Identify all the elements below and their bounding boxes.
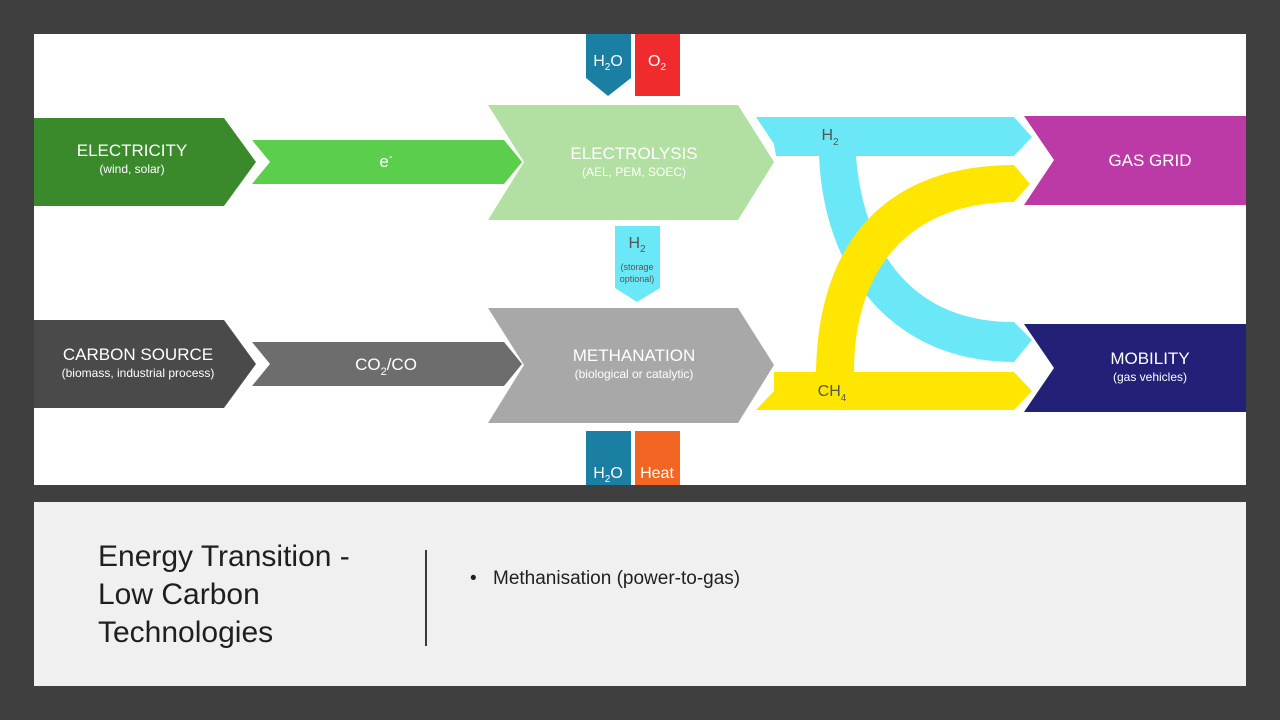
heat-label: Heat bbox=[640, 465, 674, 482]
methanation-label: METHANATION bbox=[573, 346, 695, 365]
h2-storage-note-1: (storage bbox=[620, 262, 653, 272]
diagram-canvas: ELECTRICITY (wind, solar) e- ELECTROLYSI… bbox=[34, 34, 1246, 485]
h2-storage-note-2: optional) bbox=[620, 274, 655, 284]
mobility-destination bbox=[1024, 324, 1246, 412]
slide-title-line-2: Low Carbon bbox=[98, 578, 260, 611]
oxygen-output bbox=[635, 34, 680, 96]
heat-output bbox=[635, 431, 680, 485]
carbon-source-label: CARBON SOURCE bbox=[63, 345, 213, 364]
electrolysis-process-arrow bbox=[488, 105, 774, 220]
caption-panel: Energy Transition - Low Carbon Technolog… bbox=[34, 502, 1246, 686]
co2-co-label: CO2/CO bbox=[355, 355, 417, 378]
slide-title: Energy Transition - Low Carbon Technolog… bbox=[98, 538, 398, 652]
methane-curve-to-gas-grid bbox=[816, 165, 1030, 372]
oxygen-label: O2 bbox=[648, 53, 666, 73]
methane-stream-bottom bbox=[756, 372, 1032, 410]
water-input-top bbox=[586, 34, 631, 96]
h2-storage-label: H2 bbox=[628, 235, 646, 255]
electrolysis-label: ELECTROLYSIS bbox=[570, 144, 697, 163]
methanation-sub: (biological or catalytic) bbox=[575, 367, 694, 381]
mobility-sub: (gas vehicles) bbox=[1113, 370, 1187, 384]
gas-grid-destination bbox=[1024, 116, 1246, 205]
slide-title-line-1: Energy Transition - bbox=[98, 540, 350, 573]
title-divider bbox=[425, 550, 427, 646]
power-to-gas-diagram: ELECTRICITY (wind, solar) e- ELECTROLYSI… bbox=[34, 34, 1246, 485]
slide-title-line-3: Technologies bbox=[98, 616, 274, 649]
electricity-label: ELECTRICITY bbox=[77, 141, 188, 160]
water-input-top-label: H2O bbox=[593, 53, 623, 73]
electricity-sub: (wind, solar) bbox=[99, 162, 164, 176]
electrons-arrow bbox=[252, 140, 522, 184]
methanation-process-arrow bbox=[488, 308, 774, 423]
bullet-item: Methanisation (power-to-gas) bbox=[470, 568, 740, 590]
electrons-label: e- bbox=[379, 151, 392, 171]
bullet-list: Methanisation (power-to-gas) bbox=[470, 568, 740, 590]
mobility-label: MOBILITY bbox=[1110, 349, 1189, 368]
electricity-source-arrow bbox=[34, 118, 256, 206]
gas-grid-label: GAS GRID bbox=[1108, 151, 1191, 170]
electrolysis-sub: (AEL, PEM, SOEC) bbox=[582, 165, 686, 179]
co2-co-arrow bbox=[252, 342, 522, 386]
carbon-source-sub: (biomass, industrial process) bbox=[62, 366, 215, 380]
methane-flow bbox=[756, 165, 1032, 410]
h2-storage-connector bbox=[615, 226, 660, 302]
water-output-bottom-label: H2O bbox=[593, 465, 623, 485]
ch4-flow-label: CH4 bbox=[818, 383, 847, 404]
water-output-bottom bbox=[586, 431, 631, 485]
h2-flow-label: H2 bbox=[821, 127, 839, 148]
hydrogen-stream-top bbox=[756, 117, 1032, 156]
carbon-source-arrow bbox=[34, 320, 256, 408]
